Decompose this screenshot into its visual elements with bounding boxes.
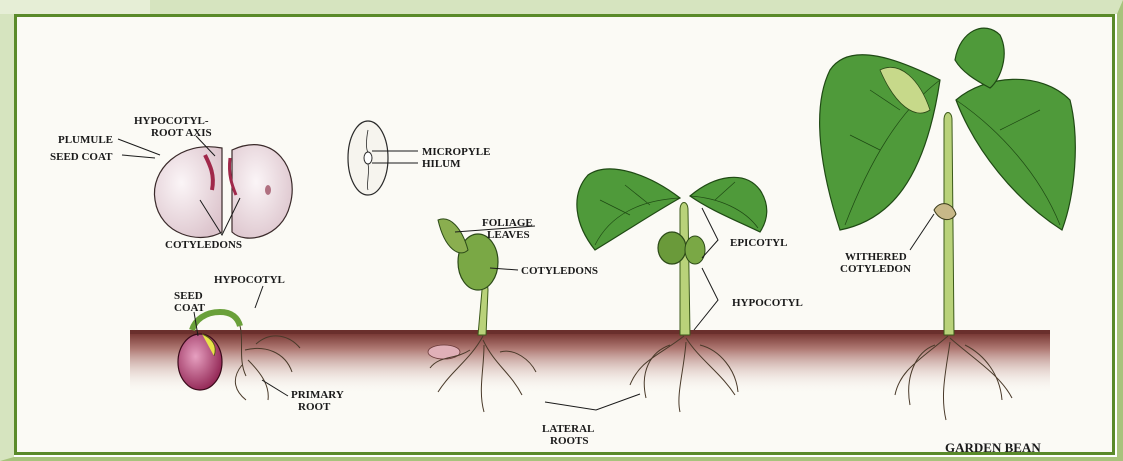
label-epicotyl: EPICOTYL [730, 237, 787, 249]
label-foliage-leaves-1: FOLIAGE [482, 217, 533, 229]
label-micropyle: MICROPYLE [422, 146, 490, 158]
hypocotyl-stage1-leader [255, 286, 263, 308]
label-hypocotyl-root-axis-2: ROOT AXIS [151, 127, 212, 139]
label-primary-root-1: PRIMARY [291, 389, 344, 401]
label-lateral-roots-2: ROOTS [550, 435, 589, 447]
label-withered-cotyledon-1: WITHERED [845, 251, 907, 263]
caption-garden-bean: GARDEN BEAN [945, 440, 1041, 455]
label-seed-coat-top: SEED COAT [50, 151, 113, 163]
label-hypocotyl-root-axis-1: HYPOCOTYL- [134, 115, 209, 127]
label-hypocotyl-stage3: HYPOCOTYL [732, 297, 803, 309]
lateral-roots-leader [545, 394, 640, 410]
label-foliage-leaves-2: LEAVES [487, 229, 530, 241]
seed-side-view [348, 121, 388, 195]
label-hilum: HILUM [422, 158, 461, 170]
split-seed [154, 145, 292, 238]
label-cotyledons-stage: COTYLEDONS [521, 265, 598, 277]
label-withered-cotyledon-2: COTYLEDON [840, 263, 911, 275]
label-plumule: PLUMULE [58, 134, 113, 146]
label-seed-coat-2: COAT [174, 302, 206, 314]
hypocotyl-stage3-leader [694, 268, 718, 330]
label-lateral-roots-1: LATERAL [542, 423, 594, 435]
label-cotyledons-seed: COTYLEDONS [165, 239, 242, 251]
plumule-leader [118, 139, 160, 155]
withered-cotyledon-leader [910, 214, 934, 250]
label-hypocotyl-stage1: HYPOCOTYL [214, 274, 285, 286]
label-primary-root-2: ROOT [298, 401, 331, 413]
label-seed-coat-1: SEED [174, 290, 203, 302]
soil-band [130, 334, 1050, 394]
seed-coat-leader [122, 155, 155, 158]
